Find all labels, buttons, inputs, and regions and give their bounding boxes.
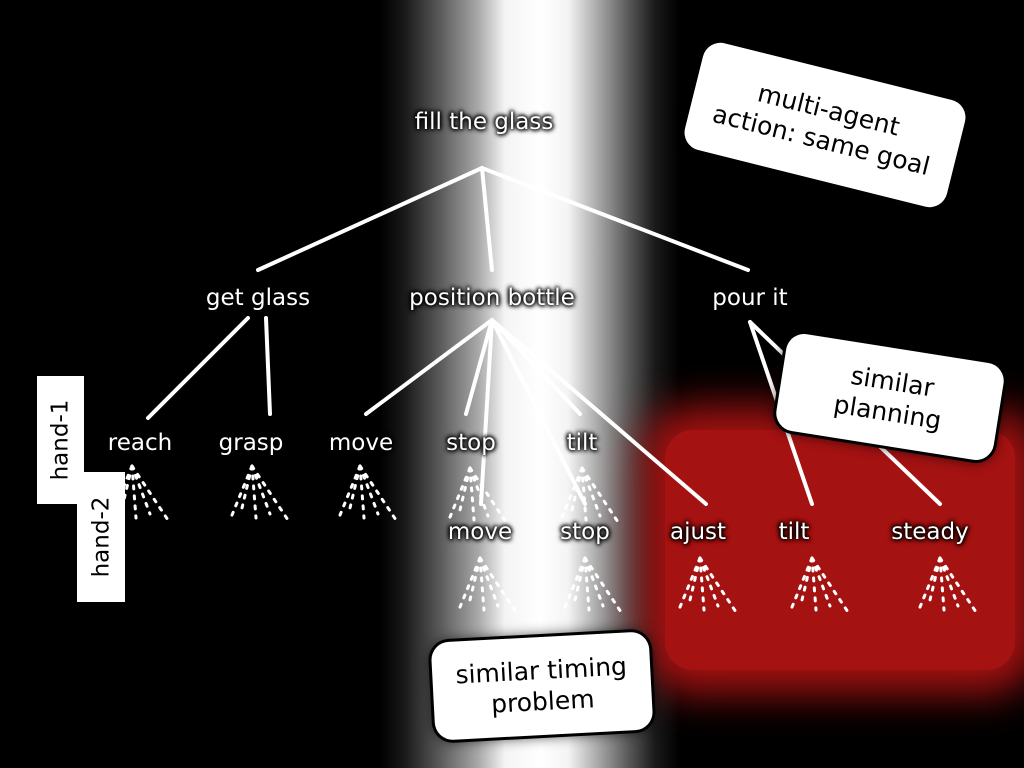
dotted-spoke [130,464,138,520]
dotted-spoke [250,464,290,522]
edge-position-bottle-move [364,318,494,416]
node-hand1-reach: reach [107,430,173,456]
dotted-spoke [458,466,472,512]
node-fill-the-glass: fill the glass [414,109,554,135]
dotted-spoke [348,464,362,510]
dotted-spoke [676,556,702,614]
dotted-spoke [468,466,508,524]
dotted-spoke [358,464,366,520]
dotted-spoke [336,464,362,522]
dotted-spoke [580,466,588,522]
dotted-spoke [938,556,978,614]
edge-root-position-bottle [480,166,494,272]
node-hand2-stop: stop [560,519,610,545]
dotted-spoke [916,556,942,614]
dotted-spoke [580,466,620,524]
dotted-spoke [938,556,960,608]
dotted-spoke [938,556,946,612]
node-hand1-tilt: tilt [566,430,598,456]
edge-position-bottle-ajust [490,318,708,506]
dotted-spoke [698,556,738,614]
dotted-spoke [583,556,623,614]
node-position-bottle: position bottle [409,285,575,311]
dotted-sub-actions [108,464,978,614]
dotted-spoke [358,464,380,516]
dotted-spoke [561,556,587,614]
node-pour-it: pour it [712,285,788,311]
edge-position-bottle-stop-2 [490,318,587,506]
node-hand1-stop: stop [446,430,496,456]
dotted-spoke [250,464,272,516]
dotted-spoke [478,556,486,612]
dotted-spoke [250,464,258,520]
dotted-spoke [810,556,832,608]
dotted-spoke [468,466,476,522]
dotted-spoke [558,466,584,524]
node-hand2-move: move [447,519,513,545]
dotted-spoke [800,556,814,602]
node-hand2-ajust: ajust [669,519,727,545]
dotted-spoke [446,466,472,524]
edge-position-bottle-tilt [490,318,582,416]
node-get-glass: get glass [205,285,311,311]
dotted-spoke [698,556,720,608]
edge-get-glass-reach [146,316,250,420]
red-highlight-region [665,430,1015,670]
dotted-spoke [240,464,254,510]
edge-root-get-glass [256,166,484,272]
dotted-spoke [478,556,500,608]
dotted-spoke [130,464,152,516]
dotted-spoke [810,556,850,614]
dotted-spoke [573,556,587,602]
dotted-spoke [928,556,942,602]
dotted-spoke [583,556,605,608]
dotted-spoke [580,466,602,518]
edge-position-bottle-move-2 [479,318,494,506]
dotted-spoke [570,466,584,512]
hand-1-label: hand-1 [37,376,84,504]
dotted-spoke [468,556,482,602]
node-hand1-grasp: grasp [218,430,284,456]
node-hand1-move: move [328,430,394,456]
node-hand2-steady: steady [891,519,969,545]
dotted-spoke [478,556,518,614]
dotted-spoke [468,466,490,518]
dotted-spoke [228,464,254,522]
edge-get-glass-grasp [264,316,272,416]
callout-similar-timing: similar timing problem [430,631,654,741]
dotted-spoke [130,464,170,522]
hand-2-label: hand-2 [77,472,125,602]
dotted-spoke [810,556,818,612]
dotted-spoke [358,464,398,522]
dotted-spoke [688,556,702,602]
dotted-spoke [456,556,482,614]
edge-position-bottle-stop [464,318,494,416]
edge-root-pour-it [480,166,750,272]
dotted-spoke [788,556,814,614]
dotted-spoke [120,464,134,510]
dotted-spoke [698,556,706,612]
node-hand2-tilt: tilt [778,519,810,545]
dotted-spoke [583,556,591,612]
